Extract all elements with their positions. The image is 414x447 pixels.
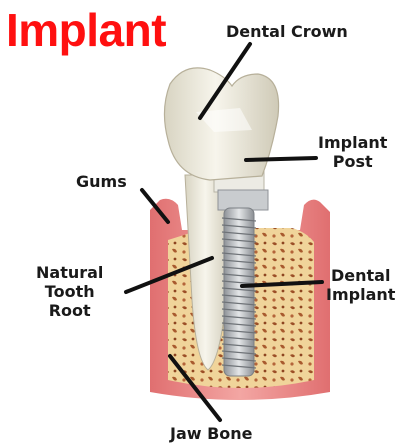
- implant-abutment: [218, 190, 268, 210]
- label-implant-post: Implant Post: [318, 133, 387, 171]
- page-title: Implant: [6, 2, 166, 58]
- label-dental-implant: Dental Implant: [326, 266, 395, 304]
- label-gums: Gums: [76, 172, 127, 191]
- label-natural-tooth-root: Natural Tooth Root: [36, 263, 103, 320]
- post-leader: [246, 158, 316, 160]
- label-dental-crown: Dental Crown: [226, 22, 348, 41]
- label-jaw-bone: Jaw Bone: [170, 424, 253, 443]
